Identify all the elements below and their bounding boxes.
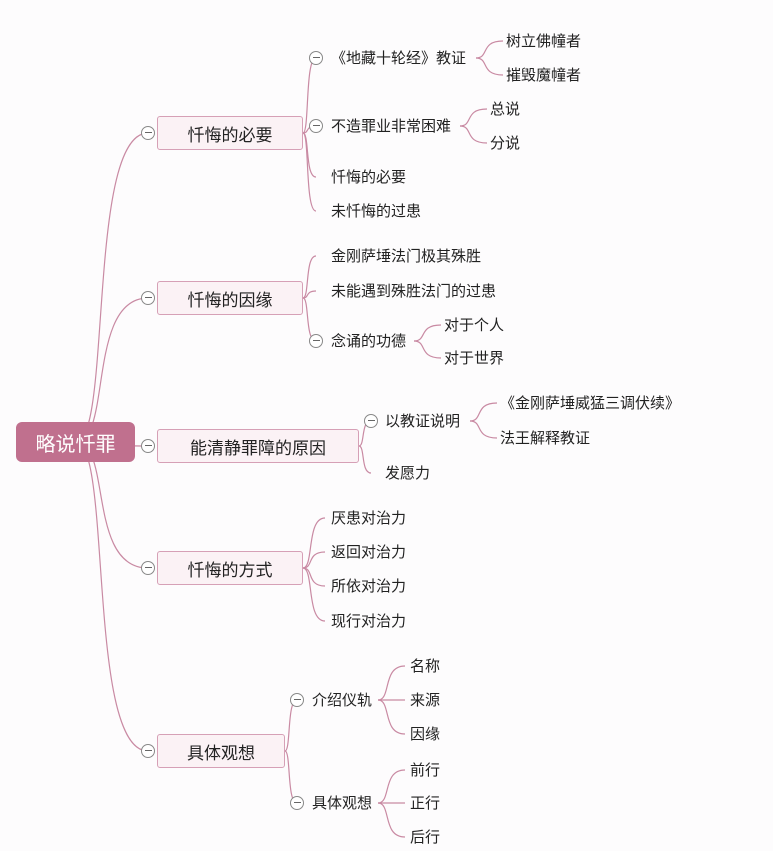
subtopic-power-support[interactable]: 所依对治力 <box>331 577 407 595</box>
leaf-node[interactable]: 对于个人 <box>444 316 505 334</box>
leaf-node[interactable]: 因缘 <box>410 725 441 743</box>
root-node[interactable]: 略说忏罪 <box>16 422 135 462</box>
leaf-node[interactable]: 法王解释教证 <box>500 429 591 447</box>
leaf-node[interactable]: 总说 <box>490 100 521 118</box>
leaf-node[interactable]: 名称 <box>410 657 441 675</box>
leaf-node[interactable]: 摧毁魔幢者 <box>506 66 582 84</box>
connector-line <box>377 699 406 735</box>
subtopic-faults-not-meeting[interactable]: 未能遇到殊胜法门的过患 <box>331 282 497 300</box>
connector-line <box>413 324 442 342</box>
subtopic-visualization-detail[interactable]: 具体观想 <box>312 794 373 812</box>
connector-line <box>75 297 149 443</box>
leaf-node[interactable]: 《金刚萨埵威猛三调伏续》 <box>500 394 681 412</box>
connector-line <box>358 445 372 474</box>
subtopic-scriptural-proof[interactable]: 以教证说明 <box>385 412 461 430</box>
connector-line <box>302 290 317 299</box>
collapse-toggle-icon[interactable] <box>141 561 155 575</box>
topic-necessity[interactable]: 忏悔的必要 <box>157 116 303 150</box>
connector-line <box>302 567 326 622</box>
connector-line <box>75 441 149 752</box>
leaf-node[interactable]: 树立佛幢者 <box>506 32 582 50</box>
subtopic-scripture-dizang[interactable]: 《地藏十轮经》教证 <box>331 49 467 67</box>
connector-line <box>475 57 504 76</box>
connector-line <box>469 402 498 422</box>
subtopic-recitation-merit[interactable]: 念诵的功德 <box>331 332 407 350</box>
subtopic-faults-unconfessed[interactable]: 未忏悔的过患 <box>331 202 422 220</box>
collapse-toggle-icon[interactable] <box>290 693 304 707</box>
topic-methods[interactable]: 忏悔的方式 <box>157 551 303 585</box>
leaf-node[interactable]: 前行 <box>410 761 441 779</box>
connector-line <box>459 108 488 127</box>
leaf-node[interactable]: 后行 <box>410 828 441 846</box>
connector-line <box>413 340 442 359</box>
subtopic-power-action[interactable]: 现行对治力 <box>331 612 407 630</box>
subtopic-necessity[interactable]: 忏悔的必要 <box>331 168 407 186</box>
connector-line <box>302 517 326 569</box>
subtopic-power-regret[interactable]: 厌患对治力 <box>331 509 407 527</box>
collapse-toggle-icon[interactable] <box>309 119 323 133</box>
collapse-toggle-icon[interactable] <box>309 334 323 348</box>
collapse-toggle-icon[interactable] <box>290 796 304 810</box>
collapse-toggle-icon[interactable] <box>141 744 155 758</box>
connector-line <box>75 132 149 443</box>
subtopic-aspiration[interactable]: 发愿力 <box>385 464 431 482</box>
connector-line <box>377 769 406 804</box>
subtopic-ritual-intro[interactable]: 介绍仪轨 <box>312 691 373 709</box>
connector-line <box>302 132 317 212</box>
subtopic-hard-to-avoid[interactable]: 不造罪业非常困难 <box>331 117 452 135</box>
topic-causes[interactable]: 忏悔的因缘 <box>157 281 303 315</box>
topic-purification-reasons[interactable]: 能清静罪障的原因 <box>157 429 359 463</box>
connector-line <box>377 802 406 838</box>
connector-line <box>475 40 504 59</box>
connector-line <box>302 551 326 569</box>
subtopic-vajrasattva-supreme[interactable]: 金刚萨埵法门极其殊胜 <box>331 247 482 265</box>
topic-visualization[interactable]: 具体观想 <box>157 734 285 768</box>
subtopic-power-return[interactable]: 返回对治力 <box>331 543 407 561</box>
collapse-toggle-icon[interactable] <box>364 414 378 428</box>
leaf-node[interactable]: 分说 <box>490 134 521 152</box>
collapse-toggle-icon[interactable] <box>309 51 323 65</box>
connector-line <box>377 665 406 701</box>
connector-line <box>284 699 298 752</box>
collapse-toggle-icon[interactable] <box>141 126 155 140</box>
collapse-toggle-icon[interactable] <box>141 291 155 305</box>
leaf-node[interactable]: 正行 <box>410 794 441 812</box>
leaf-node[interactable]: 来源 <box>410 691 441 709</box>
collapse-toggle-icon[interactable] <box>141 439 155 453</box>
connector-line <box>459 125 488 144</box>
connector-line <box>302 255 317 299</box>
leaf-node[interactable]: 对于世界 <box>444 349 505 367</box>
connector-line <box>469 420 498 439</box>
